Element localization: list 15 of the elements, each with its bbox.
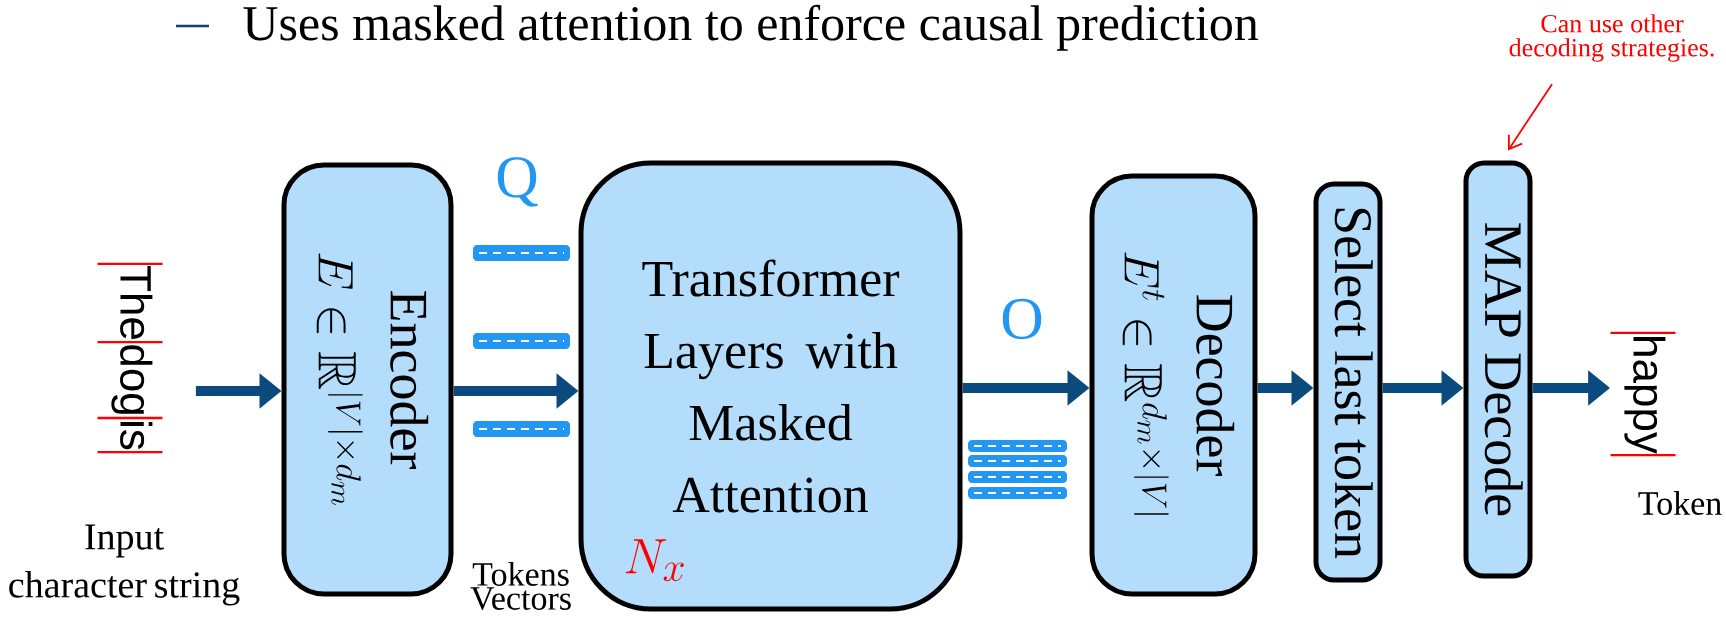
annotation-text: Can use other decoding strategies. <box>1509 14 1714 62</box>
token-sequence: happy <box>1610 331 1676 457</box>
encoder-box: Encoder $E \in \mathbb{R}^{|V| \times d_m}$ <box>281 162 454 597</box>
matrix-label: O <box>1002 298 1042 340</box>
process-box: Select last token <box>1313 181 1383 583</box>
matrix-label: Q <box>497 157 538 207</box>
leader-arrow <box>1508 83 1553 151</box>
caption-text: Input character string <box>9 524 240 606</box>
process-box: MAP Decode <box>1463 160 1533 579</box>
bullet-text: Uses masked attention to enforce causal prediction <box>243 4 1259 51</box>
repeat-count: $N_x$ <box>625 539 684 582</box>
caption-text: Tokens Vectors <box>470 561 571 611</box>
token-sequence: Thedog is <box>97 262 163 454</box>
caption-text: Token <box>1638 491 1722 515</box>
decoder-box: Decoder $E^t \in \mathbb{R}^{d_m \times |V|}$ <box>1089 173 1258 597</box>
